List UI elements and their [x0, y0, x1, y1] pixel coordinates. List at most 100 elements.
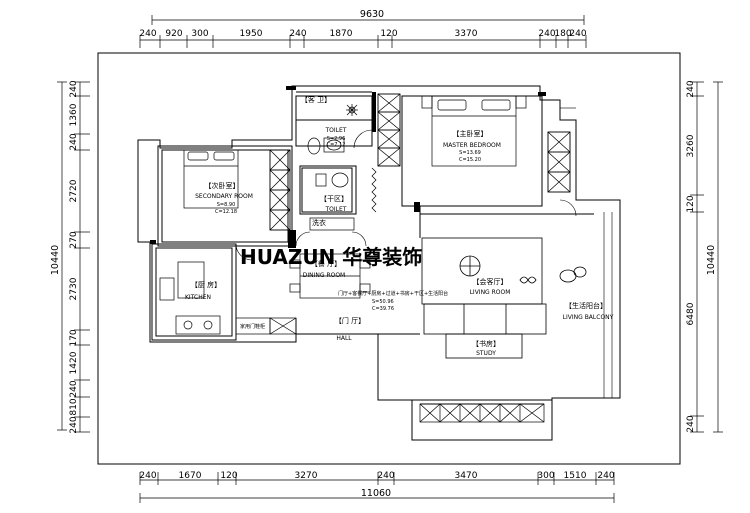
dim-label: 3260: [686, 134, 696, 157]
dim-label: 240: [538, 29, 555, 39]
dim-label: 2720: [69, 179, 79, 202]
room-name-cn: 【干区】: [320, 195, 348, 203]
room-name-cn: 【餐 厅】: [311, 259, 341, 268]
room-secondary-label: 【次卧室】 SECONDARY ROOM S=8.90 C=12.18: [195, 181, 253, 215]
top-segment-labels: 240 920 300 1950 240 1870 120 3370 240 1…: [139, 29, 586, 39]
room-kitchen-label: 【厨 房】 KITCHEN: [185, 280, 221, 301]
solid-walls: [150, 86, 546, 248]
dim-label: 240: [139, 471, 156, 481]
room-perimeter: C=12.18: [215, 209, 237, 215]
combined-area-label: 门厅+客餐厅+厨房+过道+书房+干区+生活阳台 S=50.96 C=39.76: [338, 290, 448, 312]
door-swings: [235, 129, 577, 261]
dim-label: 1360: [69, 103, 79, 126]
dim-label: 240: [686, 80, 696, 97]
toilet-fixtures: [307, 104, 358, 231]
dim-label: 120: [686, 195, 696, 212]
room-balcony-label: 【生活阳台】 LIVING BALCONY: [563, 301, 614, 321]
room-name-cn: 【门 厅】: [335, 316, 365, 325]
dim-label: 1670: [179, 471, 202, 481]
secondary-bed: [183, 149, 239, 209]
dim-label: 240: [686, 415, 696, 432]
bottom-total-dimension: 11060: [361, 488, 391, 499]
room-dry-area-label: 【干区】 TOILET: [320, 195, 348, 213]
room-master-label: 【主卧室】 MASTER BEDROOM S=13.69 C=15.20: [443, 129, 501, 163]
room-name-cn: 【会客厅】: [473, 277, 508, 286]
combined-perimeter: C=39.76: [372, 306, 394, 312]
dim-label: 6480: [686, 302, 696, 325]
dim-label: 240: [69, 133, 79, 150]
room-name-cn: 【客 卫】: [301, 95, 331, 104]
room-area: S=13.69: [459, 150, 481, 156]
dim-label: 3270: [295, 471, 318, 481]
dim-label: 120: [220, 471, 237, 481]
dim-label: 920: [165, 29, 182, 39]
top-total-dimension: 9630: [360, 9, 384, 20]
room-area: S=8.90: [217, 202, 236, 208]
dim-label: 1420: [69, 351, 79, 374]
left-segment-labels: 240 1360 240 2720 270 2730 170 1420 240 …: [69, 80, 79, 433]
wardrobe-units: [269, 93, 571, 423]
room-name-en: DINING ROOM: [303, 272, 345, 279]
master-bed: [421, 95, 527, 167]
dim-label: 810: [69, 398, 79, 415]
right-total-dimension: 10440: [706, 245, 717, 275]
room-name-en: STUDY: [476, 350, 496, 357]
room-perimeter: C=15.20: [459, 157, 481, 163]
dim-label: 300: [537, 471, 554, 481]
dim-label: 3370: [455, 29, 478, 39]
dim-label: 270: [69, 231, 79, 248]
room-name-cn: 【主卧室】: [453, 129, 488, 138]
room-name-en: TOILET: [325, 127, 347, 134]
right-segment-labels: 240 3260 120 6480 240: [686, 80, 696, 432]
room-name-en: MASTER BEDROOM: [443, 142, 501, 149]
top-dimension-chain: [139, 15, 587, 48]
outer-wall-outline: [137, 85, 621, 441]
dim-label: 180: [554, 29, 571, 39]
shoe-cabinet-label: 家用门鞋柜: [240, 323, 265, 330]
kitchen-fixtures: [159, 261, 271, 335]
dim-label: 1510: [564, 471, 587, 481]
laundry-label: 洗衣: [312, 218, 326, 227]
right-dimension-chain: [690, 81, 723, 433]
watermark: HUAZUN 华尊装饰: [240, 245, 422, 269]
dim-label: 3470: [455, 471, 478, 481]
dim-label: 240: [289, 29, 306, 39]
room-perimeter: C=7.12: [327, 142, 346, 148]
room-name-en: HALL: [336, 335, 352, 342]
room-dining-label: 【餐 厅】 DINING ROOM: [303, 259, 345, 279]
balcony-windows: [560, 107, 620, 398]
room-name-en: SECONDARY ROOM: [195, 193, 253, 200]
room-area: S=2.96: [327, 136, 346, 142]
room-name-cn: 【生活阳台】: [565, 301, 607, 310]
room-living-label: 【会客厅】 LIVING ROOM: [470, 277, 511, 296]
hatched-wall: [371, 167, 377, 213]
room-study-label: 【书房】 STUDY: [472, 339, 500, 357]
dim-label: 120: [380, 29, 397, 39]
room-name-cn: 【书房】: [472, 339, 500, 348]
dim-label: 2730: [69, 277, 79, 300]
left-total-dimension: 10440: [50, 245, 61, 275]
dim-label: 300: [191, 29, 208, 39]
dim-label: 1870: [330, 29, 353, 39]
room-hall-label: 【门 厅】 HALL: [335, 316, 365, 342]
dim-label: 240: [569, 29, 586, 39]
dim-label: 240: [597, 471, 614, 481]
drawing-frame: [97, 52, 681, 465]
dim-label: 240: [69, 80, 79, 97]
room-name-cn: 【厨 房】: [191, 280, 221, 289]
room-name-cn: 【次卧室】: [205, 181, 240, 190]
bottom-segment-labels: 240 1670 120 3270 240 3470 300 1510 240: [139, 471, 614, 481]
combined-rooms-cn: 门厅+客餐厅+厨房+过道+书房+干区+生活阳台: [338, 290, 448, 297]
bottom-dimension-chain: [139, 472, 615, 503]
room-name-en: LIVING BALCONY: [563, 314, 614, 321]
dim-label: 240: [69, 380, 79, 397]
left-dimension-chain: [57, 81, 90, 433]
dim-label: 240: [377, 471, 394, 481]
dining-table: [289, 253, 371, 299]
room-name-en: KITCHEN: [185, 294, 211, 301]
room-guest-bath-label: 【客 卫】 TOILET S=2.96 C=7.12: [301, 95, 347, 148]
dim-label: 240: [69, 416, 79, 433]
room-name-en: LIVING ROOM: [470, 289, 511, 296]
dim-label: 170: [69, 329, 79, 346]
